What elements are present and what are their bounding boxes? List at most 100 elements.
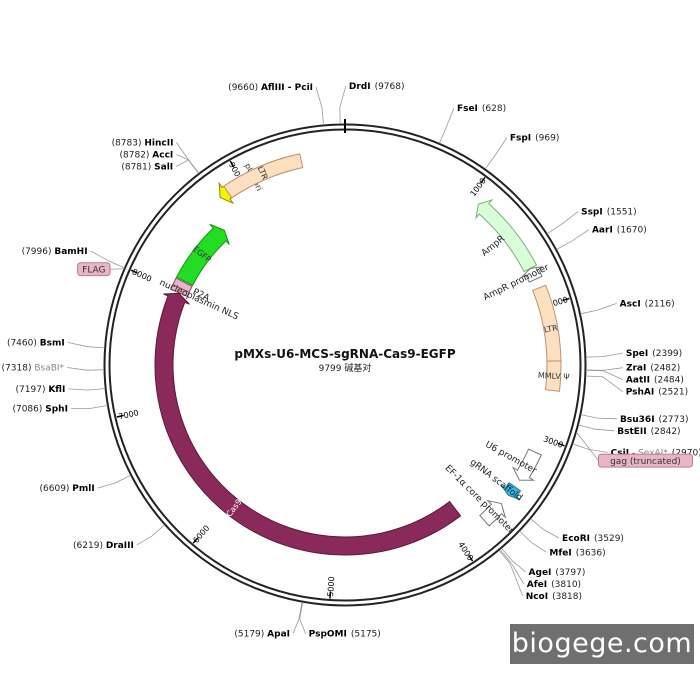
site-label: AscI(2116) bbox=[620, 299, 675, 309]
site-kfli[interactable]: (7197) KflI bbox=[16, 385, 106, 395]
tick-mark bbox=[130, 269, 138, 274]
site-bsteii[interactable]: BstEII(2842) bbox=[578, 424, 681, 437]
site-label: BstEII(2842) bbox=[617, 427, 680, 437]
feature-ef-1-core-promoter-arrow[interactable] bbox=[479, 499, 507, 527]
feature-ltr-arrow[interactable] bbox=[223, 153, 304, 199]
site-position: 3797 bbox=[559, 568, 582, 578]
site-position: 5179 bbox=[238, 630, 261, 640]
feature-cas9-arrow[interactable] bbox=[154, 292, 462, 556]
site-label: (5179) ApaI bbox=[234, 630, 290, 640]
site-position: 7460 bbox=[10, 338, 33, 348]
site-aatii[interactable]: AatII(2484) bbox=[585, 369, 684, 386]
site-zrai[interactable]: ZraI(2482) bbox=[585, 364, 680, 374]
site-bamhi[interactable]: (7996) BamHI bbox=[22, 247, 125, 269]
site-afei[interactable]: AfeI(3810) bbox=[499, 549, 581, 590]
site-leader-line bbox=[498, 550, 524, 597]
site-label: (9660) AflIII - PciI bbox=[228, 83, 313, 93]
site-mfei[interactable]: MfeI(3636) bbox=[519, 530, 606, 558]
site-leader-line bbox=[67, 367, 105, 371]
site-label: SpeI(2399) bbox=[626, 349, 682, 359]
site-position: 2970 bbox=[675, 448, 698, 458]
site-name: AatII bbox=[626, 376, 650, 386]
site-name: KflI bbox=[48, 385, 65, 395]
feature-grna-scaffold-arrow[interactable] bbox=[500, 482, 522, 501]
site-fspi[interactable]: FspI(969) bbox=[484, 134, 560, 170]
site-pmli[interactable]: (6609) PmlI bbox=[40, 474, 131, 494]
site-label: (6609) PmlI bbox=[40, 484, 95, 494]
site-leader-line bbox=[90, 250, 125, 269]
feature-mmlv-arrow[interactable] bbox=[544, 360, 562, 392]
site-name: BsaBI* bbox=[34, 364, 64, 374]
site-pshai[interactable]: PshAI(2521) bbox=[585, 375, 688, 398]
feature-chip-flag[interactable]: FLAG bbox=[77, 262, 125, 277]
site-label: (7086) SphI bbox=[12, 404, 67, 414]
tick-label: 7000 bbox=[118, 408, 140, 421]
site-afliii-pcii[interactable]: (9660) AflIII - PciI bbox=[228, 83, 324, 125]
site-label: (7197) KflI bbox=[16, 385, 66, 395]
feature-ampr-arrow[interactable] bbox=[475, 198, 538, 273]
plasmid-size: 9799 碱基对 bbox=[319, 362, 372, 374]
feature-chip-gag-truncated[interactable]: gag (truncated) bbox=[576, 431, 693, 468]
site-drdi[interactable]: DrdI(9768) bbox=[339, 82, 405, 125]
restriction-sites: (9660) AflIII - PciI(8783) HincII(8782) … bbox=[2, 82, 700, 640]
site-position: 6219 bbox=[77, 541, 100, 551]
feature-u6-promoter-arrow[interactable] bbox=[511, 448, 543, 481]
tick-mark bbox=[557, 442, 565, 447]
site-label: MfeI(3636) bbox=[549, 548, 605, 558]
site-label: (7460) BsmI bbox=[7, 338, 65, 348]
feature-ampr-promoter-arrow[interactable] bbox=[521, 266, 544, 283]
site-aari[interactable]: AarI(1670) bbox=[556, 226, 647, 250]
site-position: 9768 bbox=[378, 82, 401, 92]
feature-label-ef-1-core-promoter: EF-1α core promoter bbox=[443, 463, 516, 536]
site-position: 628 bbox=[485, 104, 502, 114]
site-sali[interactable]: (8781) SalI bbox=[121, 159, 199, 174]
feature-label-mmlv: MMLV Ψ bbox=[538, 371, 570, 382]
site-bsu36i[interactable]: Bsu36I(2773) bbox=[580, 414, 689, 425]
site-agei[interactable]: AgeI(3797) bbox=[501, 547, 586, 578]
site-bsmi[interactable]: (7460) BsmI bbox=[7, 338, 105, 348]
site-position: 2773 bbox=[662, 415, 685, 425]
site-leader-line bbox=[136, 524, 165, 546]
site-leader-line bbox=[519, 530, 547, 553]
site-name: ApaI bbox=[267, 630, 290, 640]
tick-mark bbox=[116, 414, 124, 418]
site-label: FspI(969) bbox=[510, 134, 560, 144]
site-draiii[interactable]: (6219) DraIII bbox=[73, 524, 165, 551]
site-name: SphI bbox=[45, 404, 68, 414]
feature-egfp-arrow[interactable] bbox=[175, 223, 230, 287]
site-sspi[interactable]: SspI(1551) bbox=[546, 208, 637, 235]
site-name: BstEII bbox=[617, 427, 646, 437]
tick-mark bbox=[480, 177, 486, 184]
tick-mark bbox=[192, 537, 199, 544]
site-leader-line bbox=[175, 159, 199, 174]
site-pspomi[interactable]: PspOMI(5175) bbox=[299, 602, 381, 640]
site-position: 969 bbox=[539, 134, 556, 144]
site-ncoi[interactable]: NcoI(3818) bbox=[498, 550, 582, 602]
site-name: EcoRI bbox=[562, 534, 590, 544]
site-position: 3818 bbox=[556, 592, 579, 602]
backbone-ring bbox=[103, 119, 587, 607]
site-csii[interactable]: CsiI - SexAI*(2970) bbox=[572, 443, 700, 458]
site-position: 9660 bbox=[232, 83, 255, 93]
site-apai[interactable]: (5179) ApaI bbox=[234, 602, 303, 640]
site-name: PmlI bbox=[72, 484, 94, 494]
site-name: Bsu36I bbox=[620, 415, 655, 425]
site-ecori[interactable]: EcoRI(3529) bbox=[530, 518, 624, 544]
chip-leader-line bbox=[576, 431, 599, 461]
site-sphi[interactable]: (7086) SphI bbox=[12, 404, 108, 414]
feature-nucleoplasmin-nls-arrow[interactable] bbox=[170, 284, 190, 297]
feature-label-ltr: LTR bbox=[543, 323, 559, 334]
site-label: (7318) BsaBI* bbox=[2, 364, 65, 374]
site-label: (8781) SalI bbox=[121, 163, 173, 173]
site-fsei[interactable]: FseI(628) bbox=[439, 104, 506, 144]
feature-p2a-arrow[interactable] bbox=[172, 277, 193, 293]
site-position: 7318 bbox=[5, 364, 28, 374]
site-leader-line bbox=[580, 303, 617, 315]
site-label: Bsu36I(2773) bbox=[620, 415, 688, 425]
site-spei[interactable]: SpeI(2399) bbox=[585, 349, 682, 359]
site-asci[interactable]: AscI(2116) bbox=[580, 299, 675, 315]
site-name: AflIII - PciI bbox=[261, 83, 313, 93]
site-bsabi[interactable]: (7318) BsaBI* bbox=[2, 364, 105, 374]
chip-label: FLAG bbox=[82, 266, 105, 276]
site-name: MfeI bbox=[549, 548, 571, 558]
